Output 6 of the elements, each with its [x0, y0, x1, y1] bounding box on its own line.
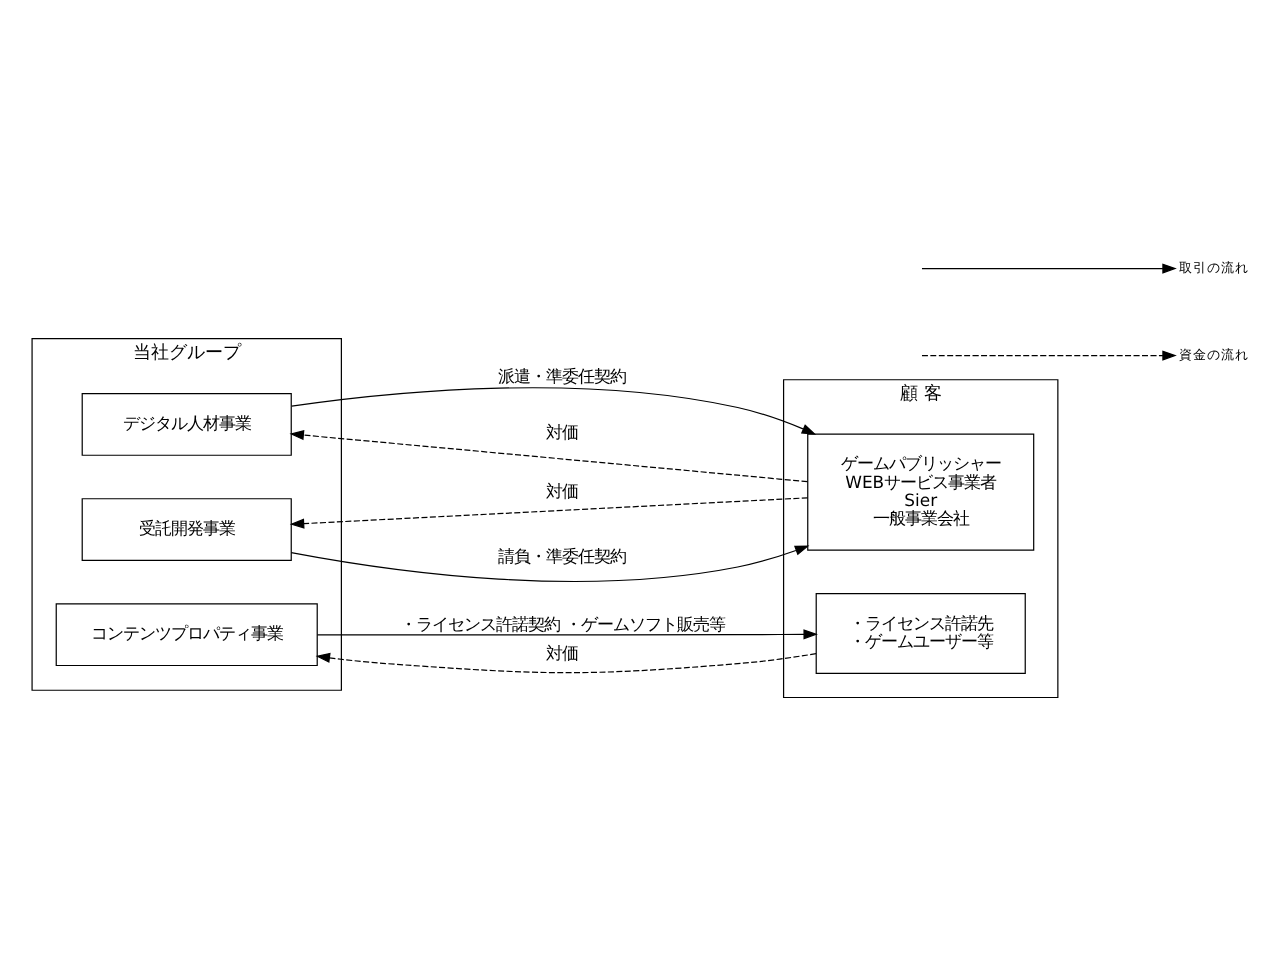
edge-label: 請負・準委任契約	[498, 546, 627, 567]
edge-label: 対価	[546, 481, 579, 502]
edge-label: 派遣・準委任契約	[498, 366, 627, 387]
edge-label: 対価	[546, 643, 579, 664]
edge-label: ・ライセンス許諾契約 ・ゲームソフト販売等	[399, 614, 726, 635]
edge-label: 対価	[546, 421, 579, 442]
